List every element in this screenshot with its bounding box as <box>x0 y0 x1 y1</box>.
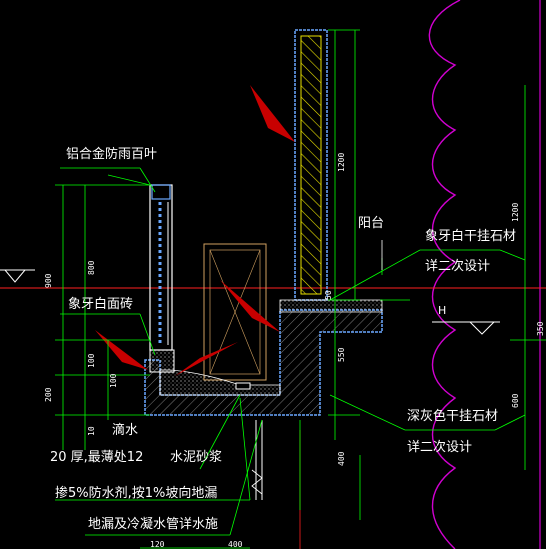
arrow-screed <box>175 342 238 376</box>
ac-unit-cross-b <box>209 249 261 375</box>
dim-10: 10 <box>87 426 96 436</box>
arrow-tile <box>95 330 148 370</box>
dim-900: 900 <box>44 273 53 288</box>
dim-400-bottom: 400 <box>228 540 243 549</box>
drain-pipe <box>255 420 263 500</box>
ivory-tile-label: 象牙白面砖 <box>68 297 134 312</box>
dim-100-b: 100 <box>109 373 118 388</box>
mortar-line-2: 掺5%防水剂,按1%坡向地漏 <box>55 486 218 501</box>
mortar-line-1a: 20 厚,最薄处12 <box>50 450 144 465</box>
dim-600: 600 <box>511 393 520 408</box>
concrete-tray <box>144 309 383 416</box>
drip-label: 滴水 <box>112 423 139 438</box>
dim-1200-b: 1200 <box>511 202 520 222</box>
floor-drain <box>235 382 251 390</box>
dim-550: 550 <box>337 347 346 362</box>
dim-350: 350 <box>536 321 545 336</box>
ivory-stone-label: 象牙白干挂石材 <box>425 229 517 244</box>
dim-50: 50 <box>324 290 333 300</box>
dark-stone-note: 详二次设计 <box>407 440 473 455</box>
arrow-parapet <box>250 85 295 142</box>
louver-label: 铝合金防雨百叶 <box>66 147 158 162</box>
arrow-tray-inner <box>220 280 280 332</box>
ac-unit-outline <box>203 243 267 381</box>
break-mark <box>251 469 263 495</box>
slab-top-mortar <box>279 299 383 313</box>
louver-cap <box>151 184 171 200</box>
ivory-stone-note: 详二次设计 <box>425 259 491 274</box>
ivory-tile-block <box>149 349 175 373</box>
balcony-label: 阳台 <box>358 216 385 231</box>
dim-800: 800 <box>87 260 96 275</box>
parapet-wall-hatch <box>300 35 322 295</box>
elevation-symbol-right <box>432 321 500 335</box>
dim-120: 120 <box>150 540 165 549</box>
elevation-symbol-left <box>0 269 35 283</box>
mortar-line-3: 地漏及冷凝水管详水施 <box>88 517 219 532</box>
dim-200: 200 <box>44 387 53 402</box>
dark-stone-label: 深灰色干挂石材 <box>407 409 499 424</box>
elevation-h-label: H <box>438 304 447 317</box>
mortar-line-1b: 水泥砂浆 <box>170 450 223 465</box>
ac-unit-inner <box>209 249 261 375</box>
dim-400: 400 <box>337 451 346 466</box>
dim-100-a: 100 <box>87 353 96 368</box>
dimension-lines <box>55 29 546 549</box>
facade-curve <box>428 0 461 549</box>
dim-1200-a: 1200 <box>337 152 346 172</box>
